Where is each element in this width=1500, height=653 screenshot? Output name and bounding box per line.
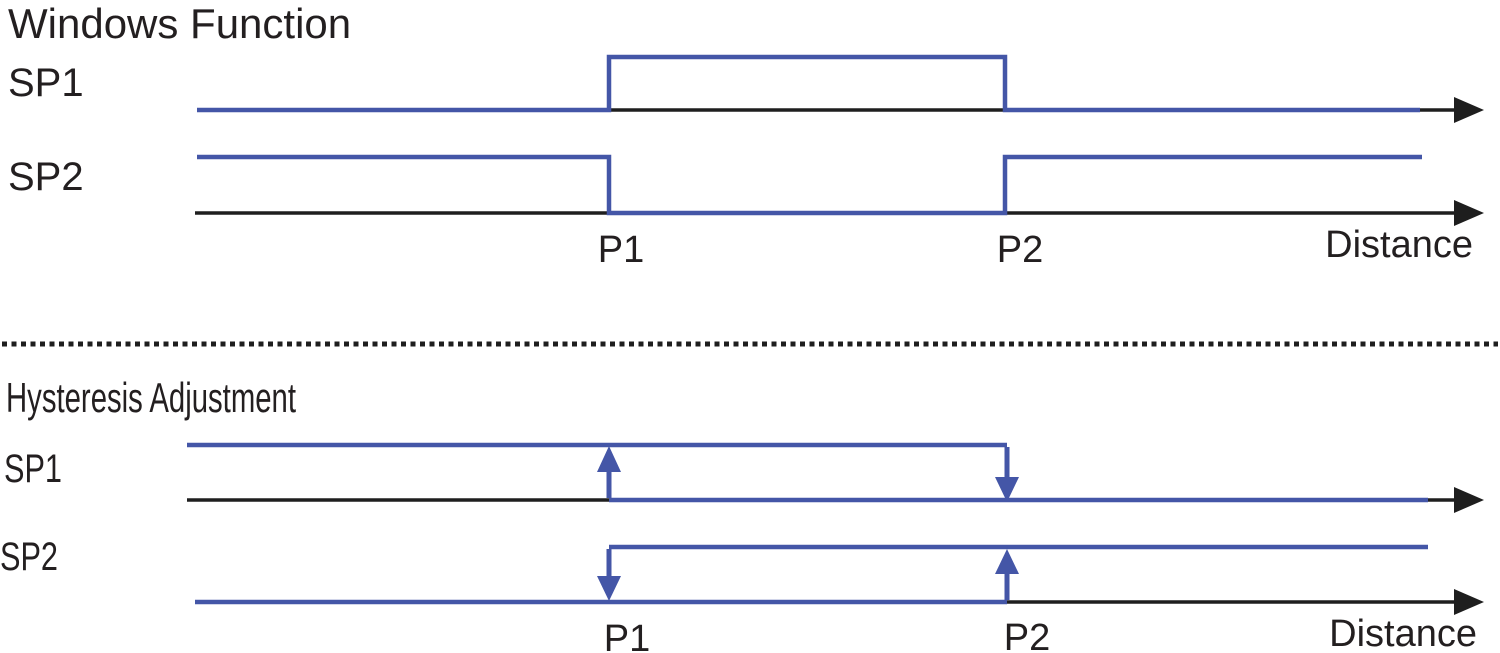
top-sp2-axis-arrowhead-icon <box>1454 200 1484 226</box>
bottom-distance-axis-label: Distance <box>1329 613 1477 653</box>
windows-function-title: Windows Function <box>8 0 351 47</box>
bottom-sp1-down-arrow-icon <box>995 477 1019 502</box>
hysteresis-adjustment-diagram: Hysteresis Adjustment SP1 SP2 <box>0 374 1484 653</box>
windows-function-diagram: Windows Function SP1 SP2 P1 P2 Distance <box>8 0 1484 271</box>
bottom-sp1-label: SP1 <box>4 447 62 491</box>
bottom-sp1-up-arrow-icon <box>597 446 621 472</box>
top-sp2-label: SP2 <box>8 155 84 199</box>
top-sp1-row: SP1 <box>8 54 1484 123</box>
top-sp1-label: SP1 <box>8 61 84 105</box>
top-distance-axis-label: Distance <box>1325 224 1473 266</box>
hysteresis-adjustment-title: Hysteresis Adjustment <box>6 374 296 421</box>
top-p1-label: P1 <box>598 229 644 271</box>
bottom-sp2-axis-arrowhead-icon <box>1454 589 1484 615</box>
top-sp2-signal-trace <box>197 154 1422 216</box>
top-sp1-signal-trace <box>197 54 1420 113</box>
bottom-sp2-label: SP2 <box>0 535 58 579</box>
top-p2-label: P2 <box>997 229 1043 271</box>
top-sp1-axis-arrowhead-icon <box>1454 97 1484 123</box>
bottom-sp1-row: SP1 <box>4 442 1484 513</box>
bottom-sp2-row: SP2 <box>0 535 1484 615</box>
top-sp2-row: SP2 <box>8 154 1484 226</box>
bottom-p1-label: P1 <box>604 618 650 653</box>
bottom-sp2-down-arrow-icon <box>597 576 621 601</box>
bottom-sp2-up-arrow-icon <box>995 549 1019 574</box>
bottom-p2-label: P2 <box>1004 617 1050 653</box>
bottom-sp1-axis-arrowhead-icon <box>1454 487 1484 513</box>
